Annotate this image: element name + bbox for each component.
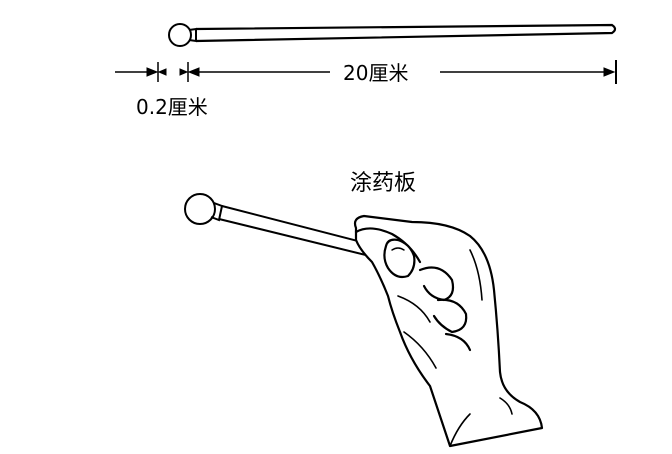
cotton-tip-top: [168, 23, 192, 47]
stick-shaft-top: [195, 23, 617, 43]
applicator-stick-top: [168, 23, 617, 47]
cotton-tip-held: [184, 193, 216, 225]
tip-length-label: 0.2厘米: [136, 95, 208, 119]
caption-label: 涂药板: [350, 171, 416, 196]
hand-drawing: [353, 214, 544, 448]
dimension-line: [115, 60, 617, 84]
total-length-label: 20厘米: [343, 61, 408, 85]
